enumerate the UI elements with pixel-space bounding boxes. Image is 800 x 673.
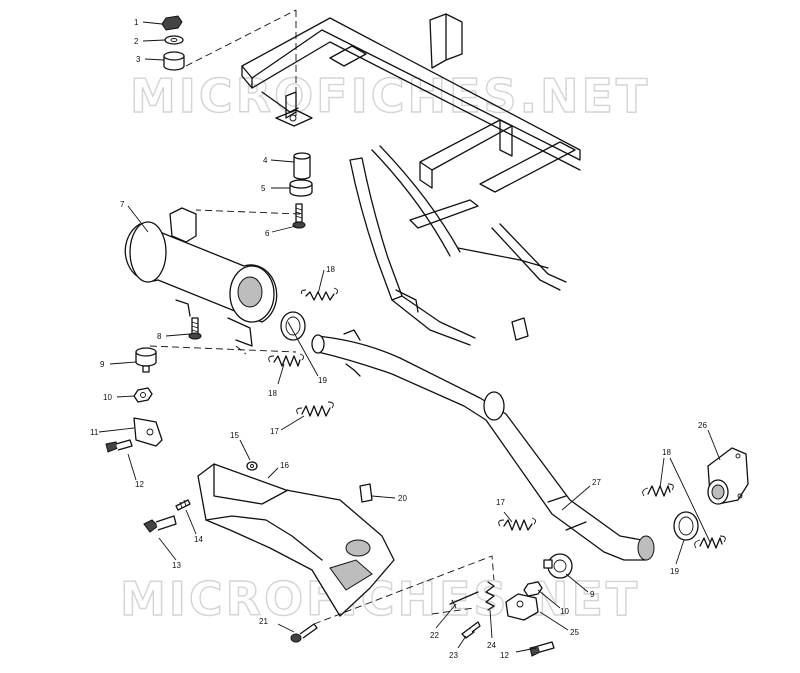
callout-1: 1: [134, 18, 139, 27]
leader-lines: [98, 21, 721, 653]
alignment-lines: [149, 9, 495, 625]
callout-8: 8: [157, 332, 162, 341]
callout-13: 13: [172, 561, 181, 570]
callout-9-left: 9: [100, 360, 105, 369]
grommet-part-5: [289, 179, 313, 197]
outlet-part-26: [707, 447, 749, 505]
washer-part-2: [164, 35, 184, 45]
bolt-part-12-left: [105, 439, 133, 453]
stud-part-14: [175, 499, 191, 511]
callout-5: 5: [261, 184, 266, 193]
nut-part-1: [161, 15, 183, 31]
callout-7: 7: [120, 200, 125, 209]
spring-part-18-right-lower: [694, 535, 726, 549]
nut-part-10-left: [133, 387, 153, 403]
spring-part-18-mid: [268, 353, 305, 367]
callout-14: 14: [194, 535, 203, 544]
callout-20: 20: [398, 494, 407, 503]
callout-24: 24: [487, 641, 496, 650]
callout-21: 21: [259, 617, 268, 626]
callout-17-lower: 17: [496, 498, 505, 507]
spring-part-17-upper: [296, 401, 334, 417]
callout-22: 22: [430, 631, 439, 640]
callout-19-right: 19: [670, 567, 679, 576]
callout-labels: 1 2 3 4 5 6 7 8 9 10 11 12 13 14 15 16 1…: [90, 18, 707, 660]
callout-25: 25: [570, 628, 579, 637]
callout-19-left: 19: [318, 376, 327, 385]
rod-part-22: [449, 591, 479, 609]
callout-18-mid: 18: [268, 389, 277, 398]
callout-10-right: 10: [560, 607, 569, 616]
spacer-part-4: [293, 152, 311, 180]
bolt-part-13: [143, 515, 177, 533]
callout-6: 6: [265, 229, 270, 238]
callout-15: 15: [230, 431, 239, 440]
callout-17-upper: 17: [270, 427, 279, 436]
watermark-top: MICROFICHES.NET: [130, 69, 650, 123]
spring-part-17-lower: [498, 517, 537, 531]
washer-part-15: [246, 461, 258, 471]
nut-part-10-right: [523, 581, 543, 597]
callout-23: 23: [449, 651, 458, 660]
stud-part-23: [461, 621, 481, 639]
bracket-part-25: [505, 593, 539, 621]
callout-12-left: 12: [135, 480, 144, 489]
gasket-part-19-right: [673, 511, 699, 541]
callout-11: 11: [90, 428, 99, 437]
bolt-part-8: [188, 317, 202, 340]
gasket-part-19-left: [280, 311, 306, 341]
mount-part-9-left: [135, 347, 157, 373]
spring-part-24: [485, 581, 495, 611]
bolt-part-6: [292, 203, 306, 229]
callout-10-left: 10: [103, 393, 112, 402]
clip-part-20: [359, 483, 373, 503]
screw-part-21: [290, 623, 318, 643]
bolt-part-12-right: [529, 641, 555, 657]
exhaust-pipe-part-27: [311, 329, 655, 561]
callout-9-right: 9: [590, 590, 595, 599]
bracket-part-11: [133, 417, 163, 447]
mount-part-9-right: [543, 553, 573, 579]
muffler-part-7: [124, 207, 278, 347]
spring-part-18-top: [301, 287, 339, 301]
grommet-part-3: [163, 51, 185, 71]
callout-12-right: 12: [500, 651, 509, 660]
callout-16: 16: [280, 461, 289, 470]
callout-2: 2: [134, 37, 139, 46]
vehicle-frame: [241, 13, 581, 346]
callout-18-right: 18: [662, 448, 671, 457]
callout-18-top: 18: [326, 265, 335, 274]
callout-4: 4: [263, 156, 268, 165]
spring-part-18-right-upper: [642, 483, 674, 497]
callout-27: 27: [592, 478, 601, 487]
callout-26: 26: [698, 421, 707, 430]
callout-3: 3: [136, 55, 141, 64]
heat-shield-part-16: [197, 463, 395, 617]
